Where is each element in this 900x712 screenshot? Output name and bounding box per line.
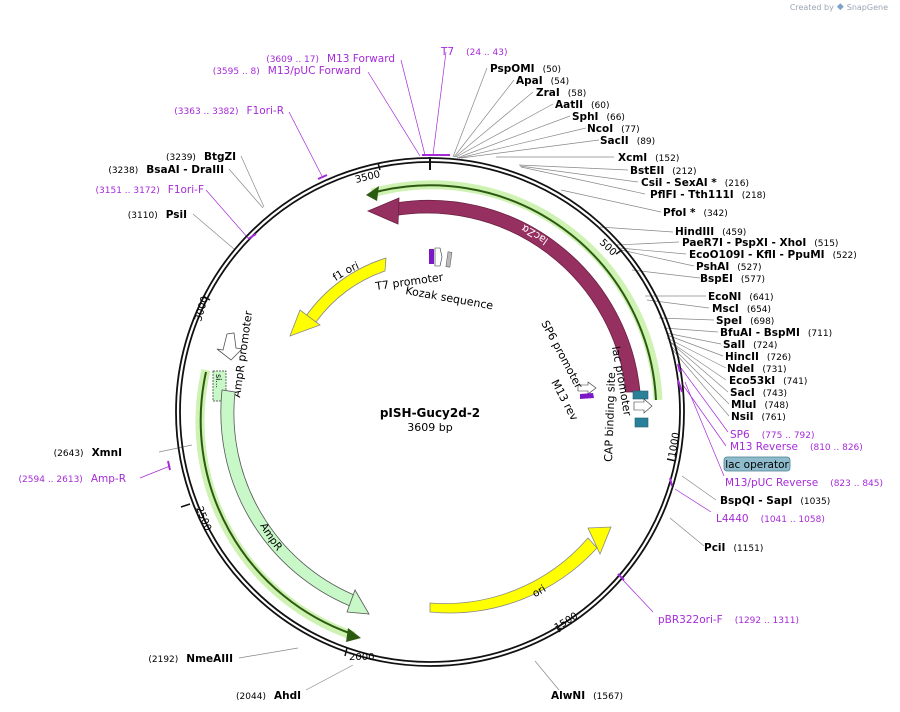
site-eco0109i: EcoO109I - KflI - PpuMI(522) <box>689 249 857 261</box>
cap-site-label: CAP binding site <box>602 372 618 462</box>
primer-m13-puc-reverse: M13/pUC Reverse(823 .. 845) <box>725 477 883 489</box>
tick-label-1500: 1500 <box>553 611 580 634</box>
ori-feature: ori <box>429 526 612 614</box>
site-mlui: MluI(748) <box>731 399 789 411</box>
site-sacii: SacII(89) <box>600 135 655 147</box>
site-psii: (3110)PsiI <box>128 209 187 221</box>
backbone-ticks <box>180 162 677 657</box>
snapgene-credit: Created by ◆ SnapGene <box>790 2 888 12</box>
site-spei: SpeI(698) <box>716 315 774 327</box>
restriction-sites: PspOMI(50) ApaI(54) ZraI(58) AatII(60) S… <box>54 63 857 702</box>
site-sphi: SphI(66) <box>572 111 625 123</box>
primer-t7: T7(24 .. 43) <box>440 46 507 58</box>
credit-brand: SnapGene <box>846 2 888 12</box>
ampr-thin-arrowhead <box>346 628 361 642</box>
site-apai: ApaI(54) <box>516 75 569 87</box>
plasmid-size: 3609 bp <box>407 421 452 434</box>
site-saci: SacI(743) <box>730 387 787 399</box>
site-ncoi: NcoI(77) <box>587 123 640 135</box>
site-aatii: AatII(60) <box>555 99 610 111</box>
primer-f1ori-r: (3363 .. 3382)F1ori-R <box>174 105 284 117</box>
primers: T7(24 .. 43) (3609 .. 17)M13 Forward (35… <box>19 46 883 626</box>
site-econi: EcoNI(641) <box>708 291 774 303</box>
site-pflfi: PflFI - Tth111I(218) <box>650 189 766 201</box>
lacZa-thin-arrow <box>371 184 657 401</box>
site-bspqi: BspQI - SapI(1035) <box>720 495 830 507</box>
site-pcii: PciI(1151) <box>704 542 763 554</box>
site-pspomi: PspOMI(50) <box>490 63 561 75</box>
site-msci: MscI(654) <box>712 303 771 315</box>
primer-amp-r: (2594 .. 2613)Amp-R <box>19 473 126 485</box>
plasmid-backbone <box>175 157 685 667</box>
primer-markers <box>167 154 683 581</box>
site-hindiii: HindIII(459) <box>675 226 746 238</box>
primer-m13-puc-forward: (3595 .. 8)M13/pUC Forward <box>213 65 361 77</box>
site-ahdi: (2044)AhdI <box>236 690 301 702</box>
site-bsteii: BstEII(212) <box>630 165 696 177</box>
primer-l4440: L4440(1041 .. 1058) <box>716 513 825 525</box>
lacZa-thin-arrowhead <box>366 186 379 201</box>
ori-label: ori <box>530 583 548 600</box>
site-zrai: ZraI(58) <box>536 87 586 99</box>
site-sali: SalI(724) <box>723 339 777 351</box>
site-bsaai: (3238)BsaAI - DraIII <box>108 164 224 176</box>
lac-features <box>577 381 653 428</box>
t7-features <box>429 247 453 268</box>
tick-label-1000: 1000 <box>667 432 682 459</box>
site-hincii: HincII(726) <box>725 351 791 363</box>
ampr-feature: AmpR <box>220 389 370 615</box>
site-ndei: NdeI(731) <box>727 363 787 375</box>
site-xcmi: XcmI(152) <box>618 152 679 164</box>
site-pfoi: PfoI *(342) <box>663 207 728 219</box>
primer-leader-lines <box>139 51 729 613</box>
site-nsii: NsiI(761) <box>731 411 786 423</box>
site-bspei: BspEI(577) <box>700 273 765 285</box>
site-btgzi: (3239)BtgZI <box>166 151 236 163</box>
primer-f1ori-f: (3151 .. 3172)F1ori-F <box>96 184 205 196</box>
primer-m13-reverse: M13 Reverse(810 .. 826) <box>730 441 863 453</box>
tick-label-3000: 3000 <box>193 295 211 322</box>
primer-sp6: SP6(775 .. 792) <box>730 429 815 441</box>
site-pshai: PshAI(527) <box>696 261 761 273</box>
kozak-label: Kozak sequence <box>404 284 494 312</box>
site-paer7i: PaeR7I - PspXI - XhoI(515) <box>682 237 838 249</box>
ampr-thin-arrow <box>199 371 353 635</box>
f1ori-feature: f1 ori <box>289 257 387 337</box>
lac-operator-label: lac operator <box>725 459 789 471</box>
credit-prefix: Created by <box>789 2 834 12</box>
tick-label-2500: 2500 <box>193 505 213 533</box>
site-csii: CsiI - SexAI *(216) <box>641 177 749 189</box>
site-nmeaiii: (2192)NmeAIII <box>148 653 233 665</box>
site-xmni: (2643)XmnI <box>54 447 122 459</box>
primer-pbr322ori-f: pBR322ori-F(1292 .. 1311) <box>658 614 799 626</box>
ampr-promoter-short-label: si... <box>214 374 223 388</box>
site-eco53ki: Eco53kI(741) <box>729 375 807 387</box>
tick-label-2000: 2000 <box>349 652 374 663</box>
primer-m13-forward: (3609 .. 17)M13 Forward <box>266 53 395 65</box>
snapgene-logo-icon: ◆ <box>836 2 844 12</box>
site-alwni: AlwNI(1567) <box>551 690 623 702</box>
plasmid-name: pISH-Gucy2d-2 <box>380 406 480 420</box>
lac-operator-tag: lac operator <box>723 456 791 472</box>
leader-lines <box>158 67 730 691</box>
site-bfuai: BfuAI - BspMI(711) <box>720 327 832 339</box>
